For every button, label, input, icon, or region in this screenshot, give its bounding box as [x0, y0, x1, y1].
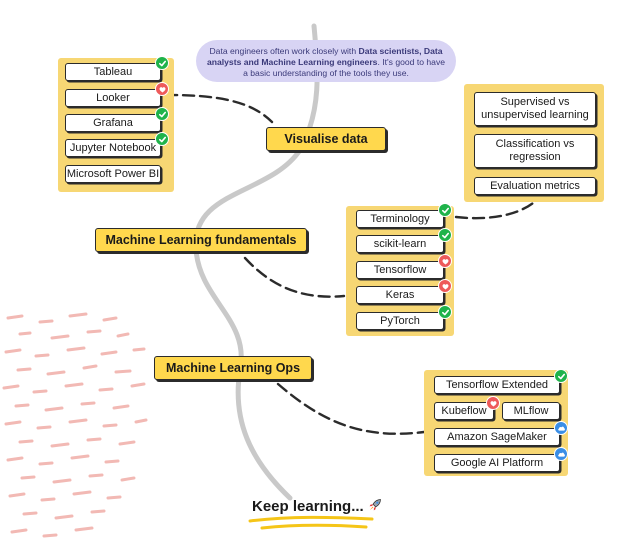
heart-icon [438, 279, 452, 293]
tool-jupyter-notebook[interactable]: Jupyter Notebook [65, 139, 161, 157]
footer-text: Keep learning... [252, 498, 364, 515]
check-icon [438, 203, 452, 217]
tool-label: Tensorflow [373, 263, 427, 276]
concept-evaluation-metrics[interactable]: Evaluation metrics [474, 177, 596, 195]
footer-underline [248, 515, 374, 523]
tool-label: Microsoft Power BI [66, 167, 160, 180]
tool-pytorch[interactable]: PyTorch [356, 312, 444, 330]
connector-ml-fundamentals [243, 256, 346, 298]
tool-looker[interactable]: Looker [65, 89, 161, 107]
tool-label: Looker [96, 91, 130, 104]
heart-icon [438, 254, 452, 268]
intro-note-text: Data engineers often work closely with [209, 46, 359, 56]
tool-keras[interactable]: Keras [356, 286, 444, 304]
tool-label: Google AI Platform [450, 456, 544, 469]
tool-label: PyTorch [380, 314, 420, 327]
check-icon [438, 305, 452, 319]
topic-visualise-data[interactable]: Visualise data [266, 127, 386, 151]
tool-label: scikit-learn [373, 237, 427, 250]
tool-tableau[interactable]: Tableau [65, 63, 161, 81]
check-icon [554, 369, 568, 383]
heart-icon [155, 82, 169, 96]
tool-label: Terminology [370, 212, 430, 225]
check-icon [155, 107, 169, 121]
rocket-icon [369, 499, 381, 511]
footer-underline [260, 523, 368, 530]
tool-terminology[interactable]: Terminology [356, 210, 444, 228]
tool-tensorflow[interactable]: Tensorflow [356, 261, 444, 279]
tool-label: Tensorflow Extended [445, 378, 549, 391]
intro-note-highlight: Data scientists, Data analysts and Machi… [206, 46, 443, 67]
roadmap-path [193, 23, 320, 501]
tool-label: Grafana [93, 116, 133, 129]
decorative-strokes [2, 312, 148, 538]
intro-note: Data engineers often work closely with D… [196, 40, 456, 82]
tool-google-ai-platform[interactable]: Google AI Platform [434, 454, 560, 472]
check-icon [155, 132, 169, 146]
tool-amazon-sagemaker[interactable]: Amazon SageMaker [434, 428, 560, 446]
cloud-icon [554, 421, 568, 435]
tool-label: Kubeflow [441, 404, 487, 417]
footer-keep-learning: Keep learning... [252, 498, 382, 515]
topic-ml-fundamentals[interactable]: Machine Learning fundamentals [95, 228, 307, 252]
cloud-icon [554, 447, 568, 461]
intro-note-text: . It's good to have a basic understandin… [243, 57, 446, 78]
heart-icon [486, 396, 500, 410]
connector-mlops [276, 382, 426, 435]
concept-label: Classification vs regression [495, 138, 575, 163]
tool-tensorflow-extended[interactable]: Tensorflow Extended [434, 376, 560, 394]
concept-label: Supervised vs unsupervised learning [481, 96, 589, 121]
tool-mlflow[interactable]: MLflow [502, 402, 560, 420]
tool-label: Amazon SageMaker [447, 430, 547, 443]
tool-grafana[interactable]: Grafana [65, 114, 161, 132]
topic-ml-ops[interactable]: Machine Learning Ops [154, 356, 312, 380]
check-icon [438, 228, 452, 242]
tool-label: Jupyter Notebook [69, 141, 157, 154]
concept-classification-regression[interactable]: Classification vs regression [474, 134, 596, 168]
concept-label: Evaluation metrics [490, 179, 580, 192]
concept-supervised-unsupervised[interactable]: Supervised vs unsupervised learning [474, 92, 596, 126]
tool-kubeflow[interactable]: Kubeflow [434, 402, 494, 420]
tool-label: Keras [385, 288, 415, 301]
tool-scikit-learn[interactable]: scikit-learn [356, 235, 444, 253]
tool-label: MLflow [513, 404, 549, 417]
tool-microsoft-power-bi[interactable]: Microsoft Power BI [65, 165, 161, 183]
connector-visualise [164, 93, 274, 124]
tool-label: Tableau [93, 65, 133, 78]
check-icon [155, 56, 169, 70]
